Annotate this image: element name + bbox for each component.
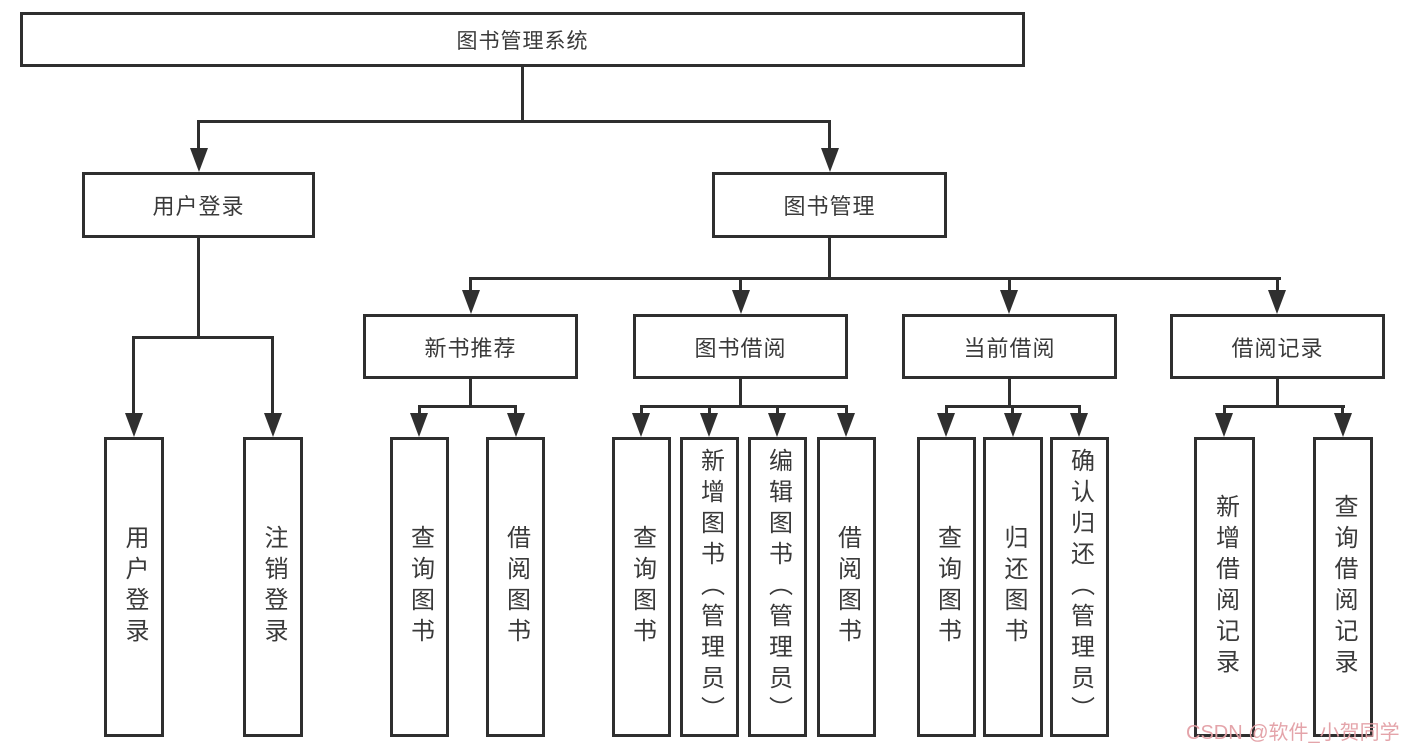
node-label: 新增借阅记录 (1211, 494, 1239, 680)
connector-root-trunk (521, 67, 524, 123)
node-borrow-records: 借阅记录 (1170, 314, 1385, 379)
connector-stem (845, 408, 848, 415)
connector-user-login-trunk (197, 238, 200, 336)
connector-stem (1223, 408, 1226, 415)
arrowhead-leaf (700, 413, 718, 437)
arrowhead-book-borrow (732, 290, 750, 314)
node-label: 查询借阅记录 (1330, 494, 1357, 680)
node-label: 借阅图书 (502, 525, 530, 649)
connector-level3-horizontal (469, 277, 1281, 280)
arrowhead-leaf (768, 413, 786, 437)
connector-stem-user-login (197, 123, 200, 149)
connector-stem-leaf-user-login (132, 339, 135, 413)
node-label: 图书借阅 (694, 335, 787, 361)
node-leaf-add-record: 新增借阅记录 (1194, 437, 1255, 737)
arrowhead-leaf (507, 413, 525, 437)
node-leaf-query-books-2: 查询图书 (612, 437, 671, 737)
connector-stem (418, 408, 421, 415)
node-leaf-borrow-books-2: 借阅图书 (817, 437, 876, 737)
connector-stem-book-mgmt (828, 123, 831, 149)
arrowhead-leaf (632, 413, 650, 437)
connector-stem (776, 408, 779, 415)
node-label: 用户登录 (121, 525, 148, 649)
node-leaf-add-books: 新增图书（管理员） (680, 437, 739, 737)
arrowhead-leaf (1334, 413, 1352, 437)
arrowhead-book-mgmt (821, 148, 839, 172)
node-label: 确认归还（管理员） (1066, 447, 1094, 727)
arrowhead-new-books (462, 290, 480, 314)
arrowhead-borrow-records (1268, 290, 1286, 314)
connector-borrow-records-trunk (1276, 379, 1279, 408)
arrowhead-leaf (837, 413, 855, 437)
connector-stem (514, 408, 517, 415)
node-leaf-query-record: 查询借阅记录 (1313, 437, 1373, 737)
connector-borrow-records-horizontal (1223, 405, 1345, 408)
node-label: 图书管理系统 (456, 29, 589, 53)
connector-stem (640, 408, 643, 415)
arrowhead-leaf (1004, 413, 1022, 437)
connector-stem-current-borrow (1008, 280, 1011, 292)
node-user-login: 用户登录 (82, 172, 315, 238)
node-leaf-user-login: 用户登录 (104, 437, 164, 737)
node-label: 归还图书 (1000, 525, 1027, 649)
node-label: 编辑图书（管理员） (764, 447, 792, 727)
node-leaf-borrow-books-1: 借阅图书 (486, 437, 545, 737)
node-label: 借阅图书 (833, 525, 861, 649)
connector-book-borrow-horizontal (640, 405, 848, 408)
connector-stem (945, 408, 948, 415)
connector-new-books-horizontal (418, 405, 517, 408)
connector-stem-borrow-records (1276, 280, 1279, 292)
node-label: 查询图书 (628, 525, 656, 649)
connector-user-login-horizontal (132, 336, 274, 339)
node-label: 新书推荐 (424, 335, 517, 361)
connector-level2-horizontal (197, 120, 831, 123)
node-label: 查询图书 (933, 525, 961, 649)
node-book-borrow: 图书借阅 (633, 314, 848, 379)
connector-stem (1341, 408, 1344, 415)
arrowhead-leaf-user-login (125, 413, 143, 437)
node-label: 查询图书 (406, 525, 434, 649)
node-leaf-query-books-3: 查询图书 (917, 437, 976, 737)
arrowhead-leaf (1070, 413, 1088, 437)
connector-stem-leaf-logout (271, 339, 274, 413)
node-root-library-system: 图书管理系统 (20, 12, 1025, 67)
connector-stem-book-borrow (739, 280, 742, 292)
arrowhead-leaf (937, 413, 955, 437)
connector-current-borrow-horizontal (945, 405, 1081, 408)
node-new-books: 新书推荐 (363, 314, 578, 379)
node-leaf-logout: 注销登录 (243, 437, 303, 737)
node-leaf-edit-books: 编辑图书（管理员） (748, 437, 807, 737)
connector-book-borrow-trunk (739, 379, 742, 408)
arrowhead-user-login (190, 148, 208, 172)
node-label: 当前借阅 (963, 335, 1056, 361)
arrowhead-leaf (1215, 413, 1233, 437)
connector-book-mgmt-trunk (828, 238, 831, 280)
connector-new-books-trunk (469, 379, 472, 408)
node-label: 注销登录 (260, 525, 287, 649)
node-current-borrow: 当前借阅 (902, 314, 1117, 379)
csdn-watermark: CSDN @软件_小贺同学 (1186, 722, 1400, 744)
node-label: 图书管理 (783, 194, 876, 219)
arrowhead-leaf (410, 413, 428, 437)
connector-stem (1078, 408, 1081, 415)
node-label: 新增图书（管理员） (696, 447, 724, 727)
node-book-mgmt: 图书管理 (712, 172, 947, 238)
connector-stem-new-books (469, 280, 472, 292)
node-leaf-query-books-1: 查询图书 (390, 437, 449, 737)
arrowhead-leaf-logout (264, 413, 282, 437)
connector-stem (1011, 408, 1014, 415)
node-label: 借阅记录 (1231, 335, 1324, 361)
connector-current-borrow-trunk (1008, 379, 1011, 408)
node-leaf-return-books: 归还图书 (983, 437, 1043, 737)
node-label: 用户登录 (152, 194, 245, 219)
connector-stem (708, 408, 711, 415)
arrowhead-current-borrow (1000, 290, 1018, 314)
node-leaf-confirm-return: 确认归还（管理员） (1050, 437, 1109, 737)
